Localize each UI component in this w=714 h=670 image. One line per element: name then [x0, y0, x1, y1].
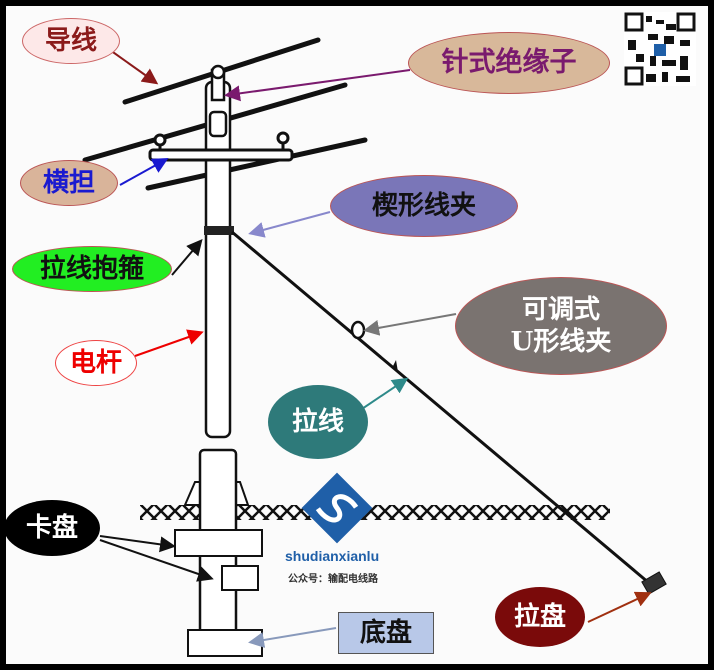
label-ut-clamp-line1: 可调式: [521, 294, 600, 325]
account-name: 公众号：输配电线路: [288, 574, 378, 585]
diagram-canvas: shudianxianlu 公众号：输配电线路 导线 针式绝缘子 横担 楔形线夹…: [4, 6, 708, 664]
label-base-plate: 底盘: [338, 612, 434, 654]
chuck-block: [174, 529, 263, 557]
base-plate-block: [187, 629, 263, 657]
label-wedge-clamp: 楔形线夹: [330, 175, 518, 237]
qr-code: [624, 12, 696, 86]
guy-wire-line: [231, 230, 656, 590]
label-anchor-plate: 拉盘: [495, 587, 585, 647]
label-ut-clamp: 可调式 U形线夹: [455, 277, 667, 375]
label-pole: 电杆: [55, 340, 137, 386]
brand-name: shudianxianlu: [285, 548, 380, 564]
ut-clamp: [350, 320, 366, 340]
brand-logo: [301, 472, 373, 544]
callout-arrows: [99, 49, 652, 648]
label-conductor: 导线: [22, 18, 120, 64]
pole-drawing: [82, 12, 696, 657]
ground-line: [140, 505, 610, 520]
label-pin-insulator: 针式绝缘子: [408, 32, 610, 94]
pole-upper: [204, 64, 232, 439]
anchor-plate: [641, 571, 667, 595]
label-guy-wire: 拉线: [268, 385, 368, 459]
guy-hoop: [204, 226, 234, 235]
label-crossarm: 横担: [20, 160, 118, 206]
label-ut-clamp-line2: U形线夹: [510, 327, 612, 357]
label-chuck: 卡盘: [4, 500, 100, 556]
crossarm: [148, 131, 294, 162]
label-guy-hoop: 拉线抱箍: [12, 246, 172, 292]
